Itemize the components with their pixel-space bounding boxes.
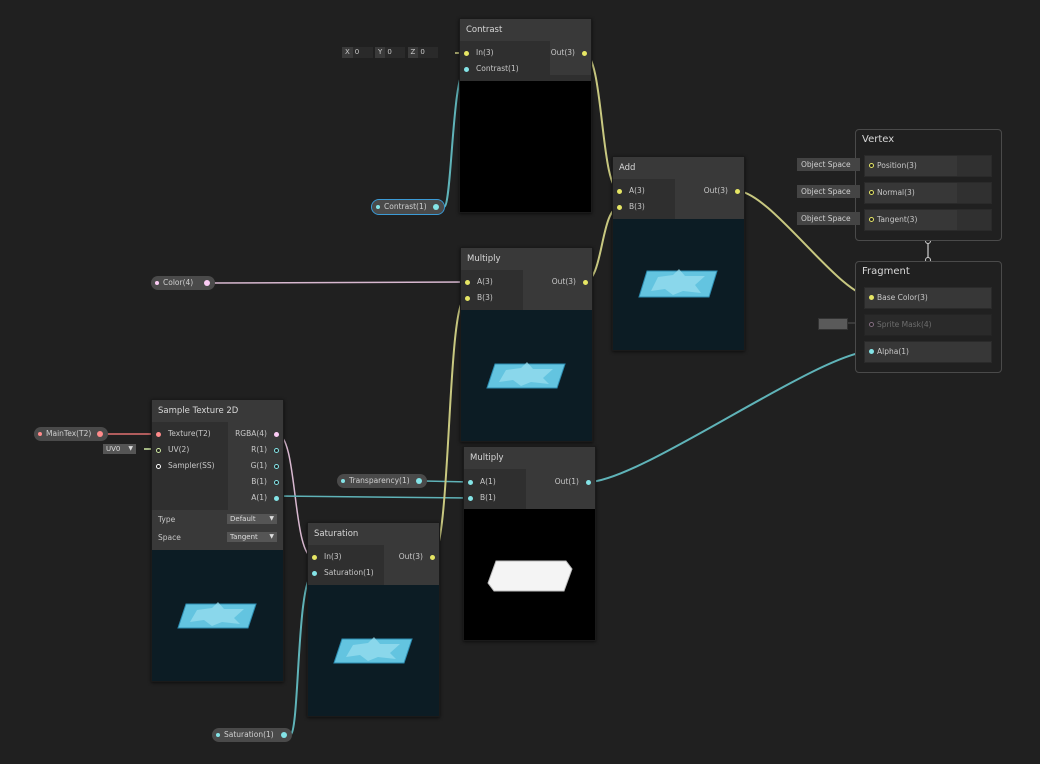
properties-panel: Type Default▼ Space Tangent▼ [152,510,283,550]
output-port-b[interactable]: B(1) [251,475,279,489]
position-space-label[interactable]: Object Space [797,158,860,171]
fragment-title: Fragment [862,266,910,277]
input-port-b[interactable]: B(3) [465,291,493,305]
output-port-out[interactable]: Out(1) [555,475,591,489]
normal-space-label[interactable]: Object Space [797,185,860,198]
input-port-sampler[interactable]: Sampler(SS) [156,459,215,473]
fragment-port-base-color[interactable]: Base Color(3) [864,287,992,309]
sample-texture-2d-node[interactable]: Sample Texture 2D Texture(T2) UV(2) Samp… [151,399,284,682]
uv-dropdown[interactable]: UV0▼ [103,444,136,454]
saturation-node[interactable]: Saturation In(3) Saturation(1) Out(3) [307,522,440,717]
fragment-block[interactable]: Fragment Base Color(3) Sprite Mask(4) Al… [855,261,1002,373]
preview-white-shape [464,509,595,640]
add-node[interactable]: Add A(3) B(3) Out(3) [612,156,745,351]
input-port-texture[interactable]: Texture(T2) [156,427,211,441]
vertex-port-tangent[interactable]: Tangent(3) [864,209,992,231]
node-title: Saturation [308,523,439,545]
input-port-b[interactable]: B(3) [617,200,645,214]
output-port-g[interactable]: G(1) [251,459,279,473]
output-port-out[interactable]: Out(3) [704,184,740,198]
input-port-in[interactable]: In(3) [312,550,342,564]
transparency-property-pill[interactable]: Transparency(1) [337,474,427,488]
wire-multiply-alpha [587,350,873,483]
node-title: Sample Texture 2D [152,400,283,422]
wire-alpha-multiply [276,495,471,499]
output-port-rgba[interactable]: RGBA(4) [235,427,279,441]
vertex-port-normal[interactable]: Normal(3) [864,182,992,204]
color-property-pill[interactable]: Color(4) [151,276,215,290]
preview-sprite [461,310,592,441]
node-title: Add [613,157,744,179]
preview-sprite [613,219,744,350]
vertex-block[interactable]: Vertex Position(3) Normal(3) Tangent(3) [855,129,1002,241]
input-port-saturation[interactable]: Saturation(1) [312,566,374,580]
output-port-r[interactable]: R(1) [251,443,279,457]
tangent-space-label[interactable]: Object Space [797,212,860,225]
output-port-out[interactable]: Out(3) [551,46,587,60]
space-dropdown[interactable]: Tangent▼ [227,532,277,542]
input-port-b[interactable]: B(1) [468,491,496,505]
type-dropdown[interactable]: Default▼ [227,514,277,524]
vertex-port-position[interactable]: Position(3) [864,155,992,177]
node-title: Multiply [461,248,592,270]
output-port-out[interactable]: Out(3) [399,550,435,564]
preview-sprite [152,550,283,681]
contrast-property-pill[interactable]: Contrast(1) [371,199,445,215]
fragment-port-alpha[interactable]: Alpha(1) [864,341,992,363]
fragment-port-sprite-mask[interactable]: Sprite Mask(4) [864,314,992,336]
preview-sprite [308,585,439,716]
vertex-title: Vertex [862,134,895,145]
input-port-in[interactable]: In(3) [464,46,494,60]
node-title: Contrast [460,19,591,41]
saturation-property-pill[interactable]: Saturation(1) [212,728,292,742]
wire-add-basecolor [736,190,873,298]
input-port-a[interactable]: A(3) [465,275,493,289]
sprite-mask-color-swatch[interactable] [818,318,848,330]
space-label: Space [158,533,181,542]
input-port-uv[interactable]: UV(2) [156,443,189,457]
input-port-a[interactable]: A(1) [468,475,496,489]
input-port-a[interactable]: A(3) [617,184,645,198]
contrast-node[interactable]: Contrast In(3) Contrast(1) Out(3) [459,18,592,213]
output-port-a[interactable]: A(1) [251,491,279,505]
multiply-node-top[interactable]: Multiply A(3) B(3) Out(3) [460,247,593,442]
output-port-out[interactable]: Out(3) [552,275,588,289]
maintex-property-pill[interactable]: MainTex(T2) [34,427,108,441]
type-label: Type [158,515,176,524]
preview-black [460,81,591,212]
input-port-contrast[interactable]: Contrast(1) [464,62,519,76]
node-title: Multiply [464,447,595,469]
multiply-node-bottom[interactable]: Multiply A(1) B(1) Out(1) [463,446,596,641]
wire-color-multiply [211,281,467,284]
